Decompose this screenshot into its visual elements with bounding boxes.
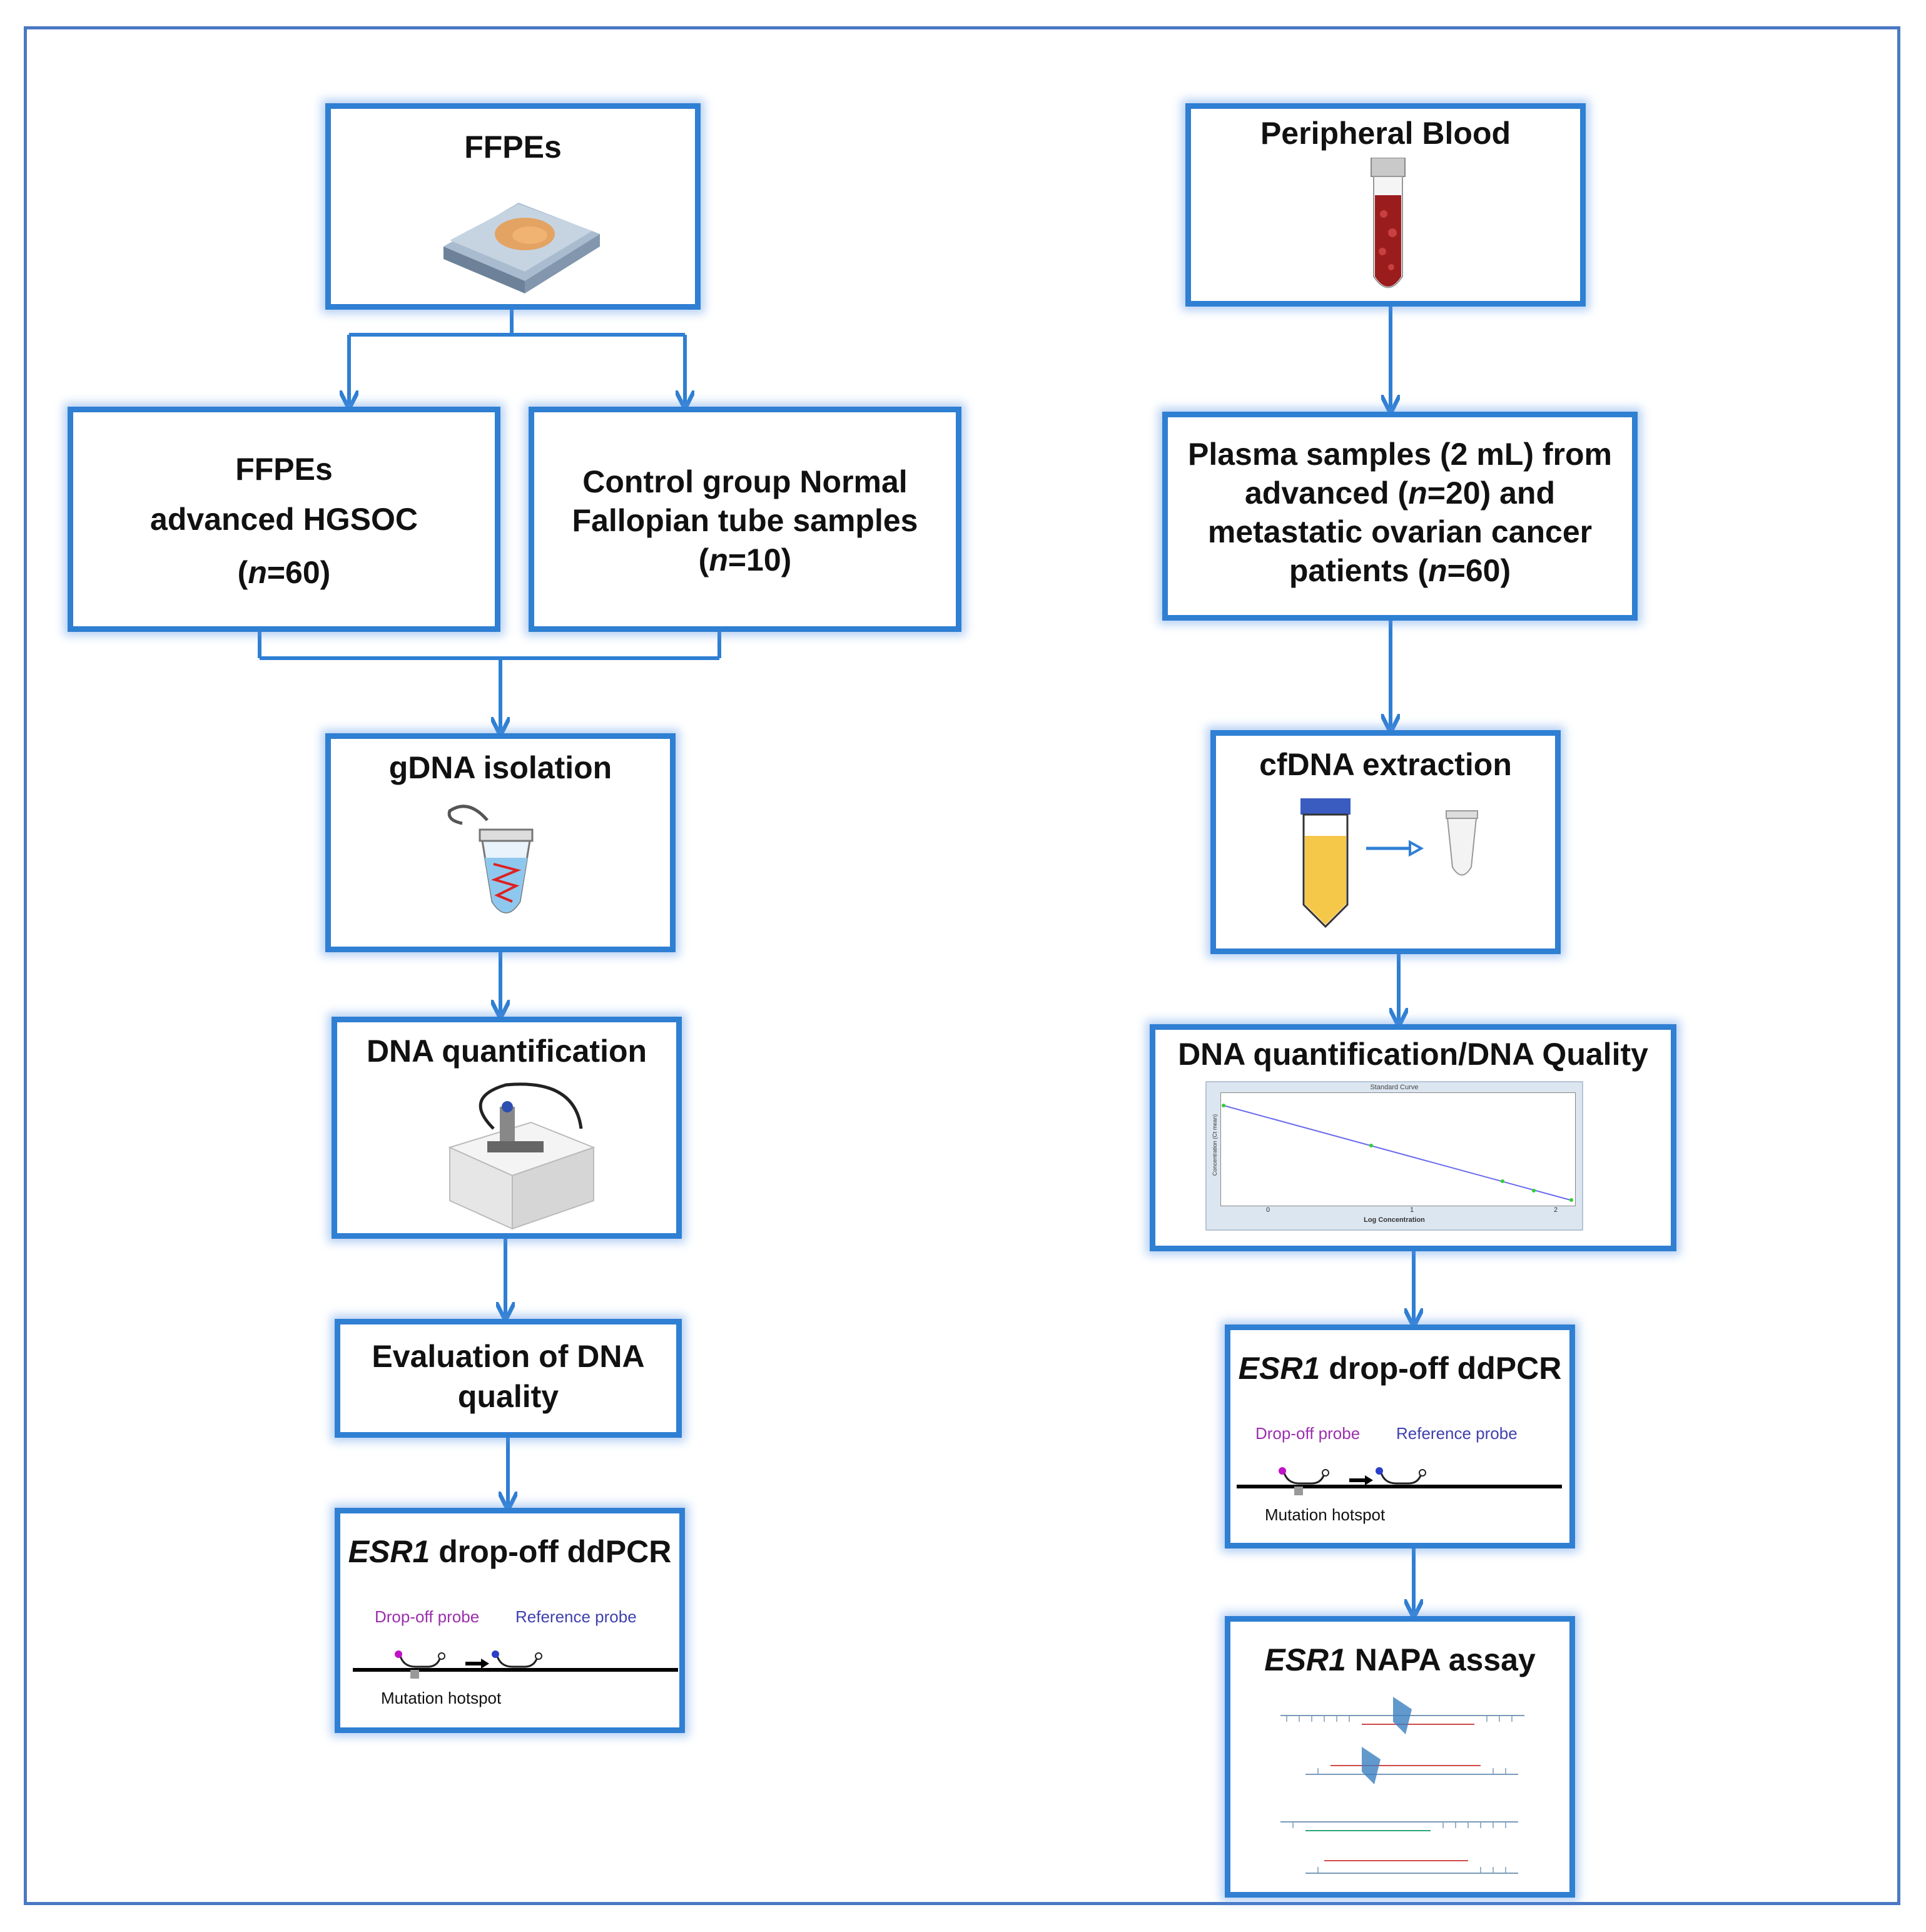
standard-curve-line [1222, 1104, 1573, 1202]
dropoff-probe-label-right: Drop-off probe [1255, 1424, 1361, 1443]
extraction-icon [1300, 798, 1478, 928]
plasma-line4: patients (n=60) [1289, 553, 1511, 588]
quality-line2: quality [457, 1379, 559, 1414]
probe-diagram-right [1237, 1455, 1562, 1505]
chart-xlabel: Log Concentration [1364, 1216, 1425, 1224]
probe-diagram-left [353, 1650, 678, 1679]
mutation-hotspot-label-left: Mutation hotspot [381, 1689, 502, 1707]
dropoff-probe-label-left: Drop-off probe [375, 1607, 480, 1626]
control-line2: Fallopian tube samples [572, 503, 918, 538]
napa-title: ESR1 NAPA assay [1264, 1642, 1536, 1677]
plasma-line2: advanced (n=20) and [1244, 475, 1555, 511]
ddpcr-left-box: ESR1 drop-off ddPCR Drop-off probe Refer… [335, 1508, 685, 1733]
hgsoc-line2: advanced HGSOC [150, 502, 418, 537]
outer-frame [24, 26, 1900, 1905]
hgsoc-n: (n=60) [237, 555, 331, 590]
blood-tube-icon [1371, 158, 1406, 288]
cassette-icon [443, 203, 600, 293]
cfdna-box: cfDNA extraction [1210, 730, 1561, 954]
chart-ylabel: Concentration (Ct mean) [1212, 1114, 1218, 1176]
spectrophotometer-icon [448, 1082, 596, 1230]
ffpe-title: FFPEs [464, 130, 562, 165]
plasma-line3: metastatic ovarian cancer [1207, 514, 1593, 549]
ffpe-box: FFPEs [325, 103, 701, 310]
ddpcr-left-title: ESR1 drop-off ddPCR [348, 1534, 672, 1569]
napa-box: ESR1 NAPA assay [1225, 1616, 1575, 1898]
mutation-hotspot-label-right: Mutation hotspot [1265, 1505, 1386, 1524]
quality-box: Evaluation of DNA quality [335, 1319, 682, 1438]
plasma-box: Plasma samples (2 mL) from advanced (n=2… [1162, 412, 1638, 621]
chart-xtick-2: 2 [1554, 1206, 1558, 1214]
quant-left-box: DNA quantification [332, 1017, 682, 1239]
standard-curve-chart: Standard Curve 0 1 2 Log Concentration C… [1205, 1081, 1583, 1231]
gdna-box: gDNA isolation [325, 733, 676, 952]
chart-title: Standard Curve [1370, 1084, 1419, 1091]
quant-left-title: DNA quantification [366, 1034, 647, 1069]
control-line1: Control group Normal [582, 464, 908, 499]
blood-box: Peripheral Blood [1185, 103, 1586, 307]
ddpcr-right-box: ESR1 drop-off ddPCR Drop-off probe Refer… [1225, 1324, 1575, 1548]
cfdna-title: cfDNA extraction [1259, 747, 1512, 782]
microtube-icon [447, 805, 534, 913]
chart-xtick-1: 1 [1410, 1206, 1414, 1214]
gdna-title: gDNA isolation [388, 750, 612, 785]
quant-right-title: DNA quantification/DNA Quality [1178, 1037, 1648, 1072]
reference-probe-label-left: Reference probe [515, 1607, 637, 1626]
control-n: (n=10) [698, 542, 792, 577]
quant-right-box: DNA quantification/DNA Quality Standard … [1150, 1024, 1676, 1251]
reference-probe-label-right: Reference probe [1396, 1424, 1518, 1443]
napa-illustration [1280, 1697, 1524, 1874]
chart-xtick-0: 0 [1266, 1206, 1270, 1214]
chart-plot-area [1220, 1092, 1576, 1206]
blood-title: Peripheral Blood [1260, 116, 1511, 151]
ddpcr-right-title: ESR1 drop-off ddPCR [1238, 1351, 1562, 1386]
hgsoc-box: FFPEs advanced HGSOC (n=60) [68, 407, 500, 632]
plasma-line1: Plasma samples (2 mL) from [1187, 437, 1613, 472]
quality-line1: Evaluation of DNA [372, 1339, 645, 1374]
control-box: Control group Normal Fallopian tube samp… [529, 407, 961, 632]
hgsoc-line1: FFPEs [235, 452, 333, 487]
